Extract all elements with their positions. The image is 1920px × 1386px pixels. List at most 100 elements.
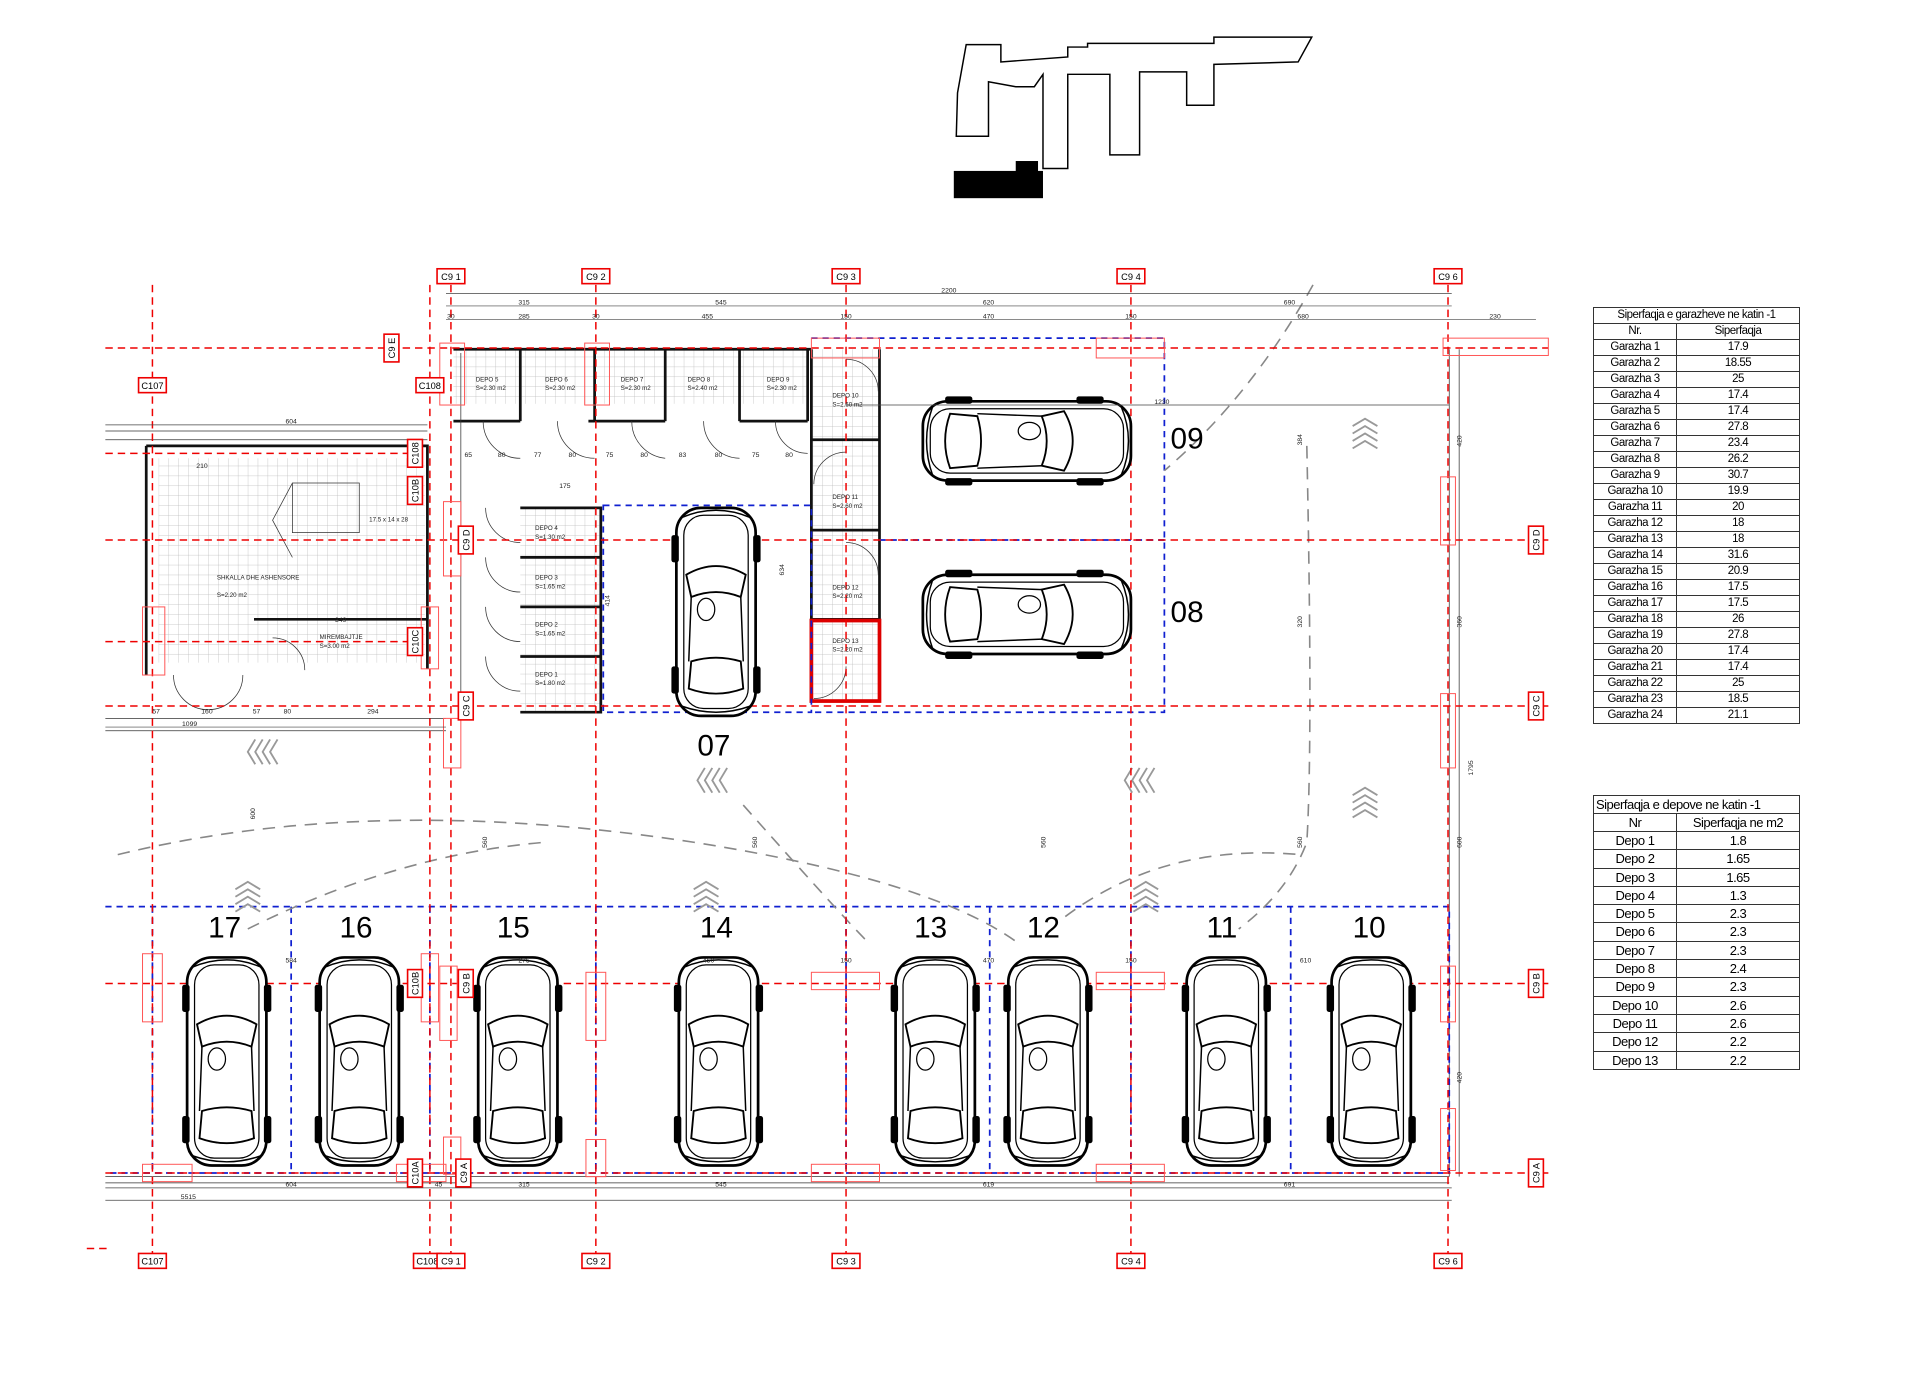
structural-column (1442, 337, 1549, 356)
garage-table-name-cell: Garazha 4 (1593, 387, 1677, 404)
depo-table-name-cell: Depo 11 (1593, 1013, 1677, 1034)
dimension-label: 420 (1457, 435, 1464, 447)
garage-table-area-cell: 20 (1676, 499, 1800, 516)
garage-table-name-cell: Garazha 16 (1593, 579, 1677, 596)
room-area: S=2.60 m2 (832, 503, 863, 510)
grid-label: C9 4 (1116, 267, 1146, 285)
dimension-label: 450 (703, 957, 715, 964)
garage-number: 09 (1171, 422, 1204, 455)
dimension-label: 77 (534, 452, 542, 459)
dimension-label: 175 (559, 483, 571, 490)
garage-table-header-nr: Nr. (1593, 323, 1677, 340)
dimension-label: 285 (518, 313, 530, 320)
garage-table-name-cell: Garazha 22 (1593, 675, 1677, 692)
room-area: S=1.65 m2 (535, 583, 566, 590)
dimension-label: 30 (592, 313, 600, 320)
structural-columns (142, 337, 1549, 1183)
room-name: DEPO 12 (832, 585, 859, 592)
room-name: DEPO 5 (476, 376, 499, 383)
room-name: DEPO 4 (535, 525, 558, 532)
dimension-label: 690 (1284, 300, 1296, 307)
grid-label: C108 (415, 376, 445, 394)
garage-table-header-area: Siperfaqja (1676, 323, 1800, 340)
car-icon (1325, 956, 1418, 1167)
dimension-label: 545 (715, 1182, 727, 1189)
garage-number: 10 (1353, 912, 1386, 945)
grid-label-text: C9 4 (1121, 272, 1141, 282)
dimension-label: 210 (196, 463, 208, 470)
garage-table-name-cell: Garazha 12 (1593, 515, 1677, 532)
structural-column (443, 1136, 462, 1175)
garage-number: 13 (914, 912, 947, 945)
grid-label-text: C10B (411, 972, 421, 995)
structural-column (439, 965, 458, 1041)
garage-number: 16 (339, 912, 372, 945)
dimension-label: 83 (679, 452, 687, 459)
grid-label-text: C9 B (462, 973, 472, 994)
room-name: DEPO 11 (832, 494, 858, 501)
room-name: DEPO 10 (832, 393, 859, 400)
dimension-label: 610 (1300, 957, 1312, 964)
garage-table-name-cell: Garazha 23 (1593, 691, 1677, 708)
grid-label-text: C9 3 (836, 272, 856, 282)
garage-number: 11 (1206, 912, 1237, 945)
dimension-label: 620 (983, 300, 995, 307)
garage-table-name-cell: Garazha 3 (1593, 371, 1677, 388)
dimension-label: 45 (435, 1182, 443, 1189)
grid-label-text: C108 (416, 1257, 438, 1267)
dimension-label: 275 (518, 957, 530, 964)
garage-table-area-cell: 19.9 (1676, 483, 1800, 500)
garage-table-title: Siperfaqja e garazheve ne katin -1 (1593, 307, 1800, 324)
depo-table-area-cell: 2.3 (1676, 940, 1800, 961)
grid-label-text: C9 1 (441, 1257, 461, 1267)
room-area: S=2.30 m2 (476, 385, 507, 392)
dimension-label: 57 (152, 708, 160, 715)
garage-table-area-cell: 20.9 (1676, 563, 1800, 580)
garage-table-area-cell: 17.9 (1676, 339, 1800, 356)
garage-table-area-cell: 17.5 (1676, 579, 1800, 596)
car-icon (672, 956, 765, 1167)
depo-table-area-cell: 2.3 (1676, 977, 1800, 997)
grid-label-text: C9 3 (836, 1257, 856, 1267)
grid-label-text: C9 C (462, 695, 472, 716)
garage-table-name-cell: Garazha 6 (1593, 419, 1677, 436)
structural-column (142, 1163, 193, 1183)
dimension-label: 65 (464, 452, 472, 459)
car-icon (180, 956, 273, 1167)
grid-label-text: C107 (141, 381, 163, 391)
grid-label-text: C10A (411, 1161, 421, 1185)
dimension-label: 691 (1284, 1182, 1296, 1189)
car-icon (1001, 956, 1094, 1167)
key-plan (953, 36, 1314, 199)
grid-label-text: C9 1 (441, 272, 461, 282)
grid-label-text: C10B (411, 479, 421, 502)
depo-table-name-cell: Depo 13 (1593, 1050, 1677, 1070)
structural-column (439, 342, 466, 406)
dimension-label: 57 (253, 708, 261, 715)
grid-label: C10B (406, 475, 424, 506)
room-area: S=2.20 m2 (832, 647, 863, 654)
dimension-label: 360 (1457, 616, 1464, 628)
depo-table-header-area: Siperfaqja ne m2 (1676, 813, 1800, 832)
stair-note: 17.5 x 14 x 28 (369, 516, 408, 523)
grid-label-text: C9 B (1532, 973, 1542, 994)
dimension-label: 75 (606, 452, 614, 459)
garage-table-area-cell: 17.4 (1676, 659, 1800, 676)
garage-table-area-cell: 17.4 (1676, 387, 1800, 404)
structural-column (443, 717, 462, 769)
dimension-lines (105, 293, 1536, 1201)
room-name: DEPO 9 (767, 376, 790, 383)
